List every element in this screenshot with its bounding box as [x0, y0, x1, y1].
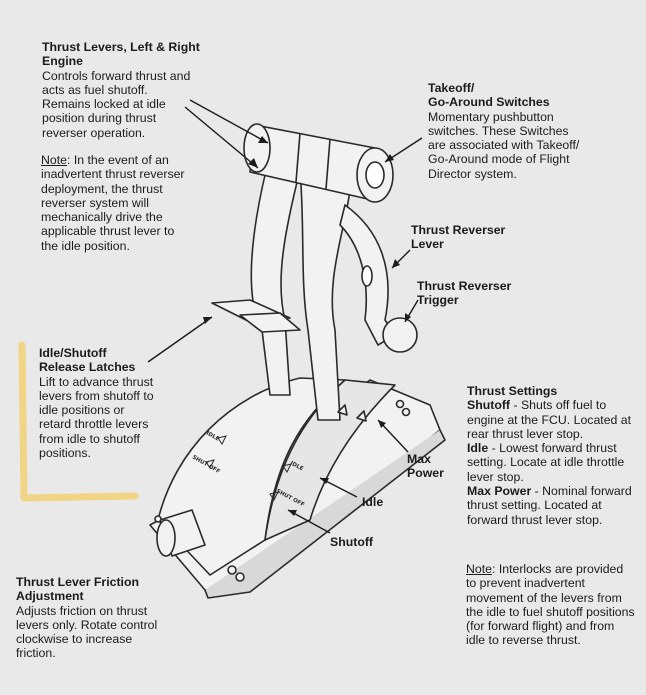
reverser-lever-callout: Thrust Reverser Lever [411, 223, 505, 252]
note-line: deployment, the thrust [41, 181, 163, 196]
setting-line: thrust setting. Located at [467, 498, 602, 513]
note-line: the idle to fuel shutoff positions [466, 604, 635, 619]
friction-title: Thrust Lever Friction [16, 575, 139, 589]
setting-shutoff-term: Shutoff [467, 398, 511, 413]
thrust-levers-title: Thrust Levers, Left & Right [42, 40, 200, 54]
note-line: mechanically drive the [41, 210, 163, 225]
shutoff-label: Shutoff [330, 535, 374, 549]
note-line: (for forward flight) and from [466, 619, 615, 634]
latches-line: retard throttle levers [39, 417, 149, 432]
toga-title: Takeoff/ [428, 81, 475, 95]
setting-line: - Nominal forward [531, 484, 632, 499]
toga-title-2: Go-Around Switches [428, 95, 550, 110]
note-line: the idle position. [41, 238, 130, 253]
thrust-levers-title-2: Engine [42, 54, 83, 69]
note-text: : In the event of an [66, 153, 169, 167]
note-line: idle to reverse thrust. [466, 633, 581, 648]
latches-line: idle positions or [39, 403, 125, 418]
note-line: to prevent inadvertent [466, 576, 585, 591]
reverser-trigger-callout: Thrust Reverser Trigger [417, 279, 511, 308]
friction-title-2: Adjustment [16, 589, 84, 604]
thrust-levers-line: Controls forward thrust and [42, 68, 191, 83]
setting-line: engine at the FCU. Located at [467, 412, 632, 427]
latches-title: Idle/Shutoff [39, 346, 107, 360]
note-line: reverser system will [41, 195, 149, 210]
setting-line: - Lowest forward thrust [488, 441, 617, 456]
reverser-lever-title-2: Lever [411, 237, 444, 252]
idle-label: Idle [362, 495, 384, 509]
reverser-trigger-title-2: Trigger [417, 293, 459, 308]
setting-line: forward thrust lever stop. [467, 512, 603, 527]
toga-callout: Takeoff/ Go-Around Switches Momentary pu… [428, 81, 579, 181]
latches-callout: Idle/Shutoff Release Latches Lift to adv… [39, 346, 154, 460]
thrust-levers-line: position during thrust [42, 111, 157, 126]
setting-max-term: Max Power [467, 484, 532, 499]
note-line: applicable thrust lever to [41, 224, 175, 239]
thrust-levers-callout: Thrust Levers, Left & Right Engine Contr… [42, 40, 200, 140]
latches-line: levers from shutoff to [39, 388, 154, 403]
marking-idle-lower: IDLE [289, 460, 304, 472]
max-power-label: Max Power [407, 452, 444, 481]
setting-idle-term: Idle [467, 441, 489, 456]
friction-line: levers only. Rotate control [16, 617, 158, 632]
friction-line: Adjusts friction on thrust [16, 603, 148, 618]
latches-line: from idle to shutoff [39, 431, 140, 446]
note-label: Note [41, 153, 67, 167]
lever-note-callout: Note: In the event of an inadvertent thr… [41, 153, 185, 253]
note-line: inadvertent thrust reverser [41, 167, 185, 182]
note-text: : Interlocks are provided [491, 562, 624, 576]
latches-line: positions. [39, 446, 91, 461]
reverser-trigger-knob [382, 317, 418, 353]
toga-line: are associated with Takeoff/ [428, 138, 580, 153]
note-line: movement of the levers from [466, 590, 622, 605]
thrust-settings-title: Thrust Settings [467, 384, 558, 398]
toga-line: switches. These Switches [428, 123, 569, 138]
max-power-label-line: Power [407, 466, 444, 481]
setting-line: rear thrust lever stop. [467, 426, 584, 441]
setting-line: setting. Locate at idle throttle [467, 455, 625, 470]
reverser-lever-title: Thrust Reverser [411, 223, 506, 237]
thrust-levers-line: Remains locked at idle [42, 97, 166, 112]
toga-line: Go-Around mode of Flight [428, 152, 570, 167]
interlock-note-callout: Note: Interlocks are provided to prevent… [466, 562, 635, 648]
toga-line: Director system. [428, 166, 517, 181]
thrust-levers-line: acts as fuel shutoff. [42, 82, 148, 97]
setting-line: lever stop. [467, 469, 524, 484]
latches-line: Lift to advance thrust [39, 374, 154, 389]
thrust-levers-line: reverser operation. [42, 125, 146, 140]
note-label: Note [466, 562, 492, 576]
friction-line: clockwise to increase [16, 632, 133, 647]
friction-callout: Thrust Lever Friction Adjustment Adjusts… [16, 575, 157, 661]
friction-line: friction. [16, 646, 56, 661]
thrust-settings-callout: Thrust Settings Shutoff - Shuts off fuel… [467, 384, 632, 527]
reverser-trigger-title: Thrust Reverser [417, 279, 512, 293]
latches-title-2: Release Latches [39, 360, 136, 375]
thrust-lever-left [250, 169, 301, 396]
highlighter-mark [18, 341, 139, 502]
setting-line: - Shuts off fuel to [510, 398, 607, 413]
toga-line: Momentary pushbutton [428, 109, 554, 124]
max-power-label-line: Max [407, 452, 431, 466]
